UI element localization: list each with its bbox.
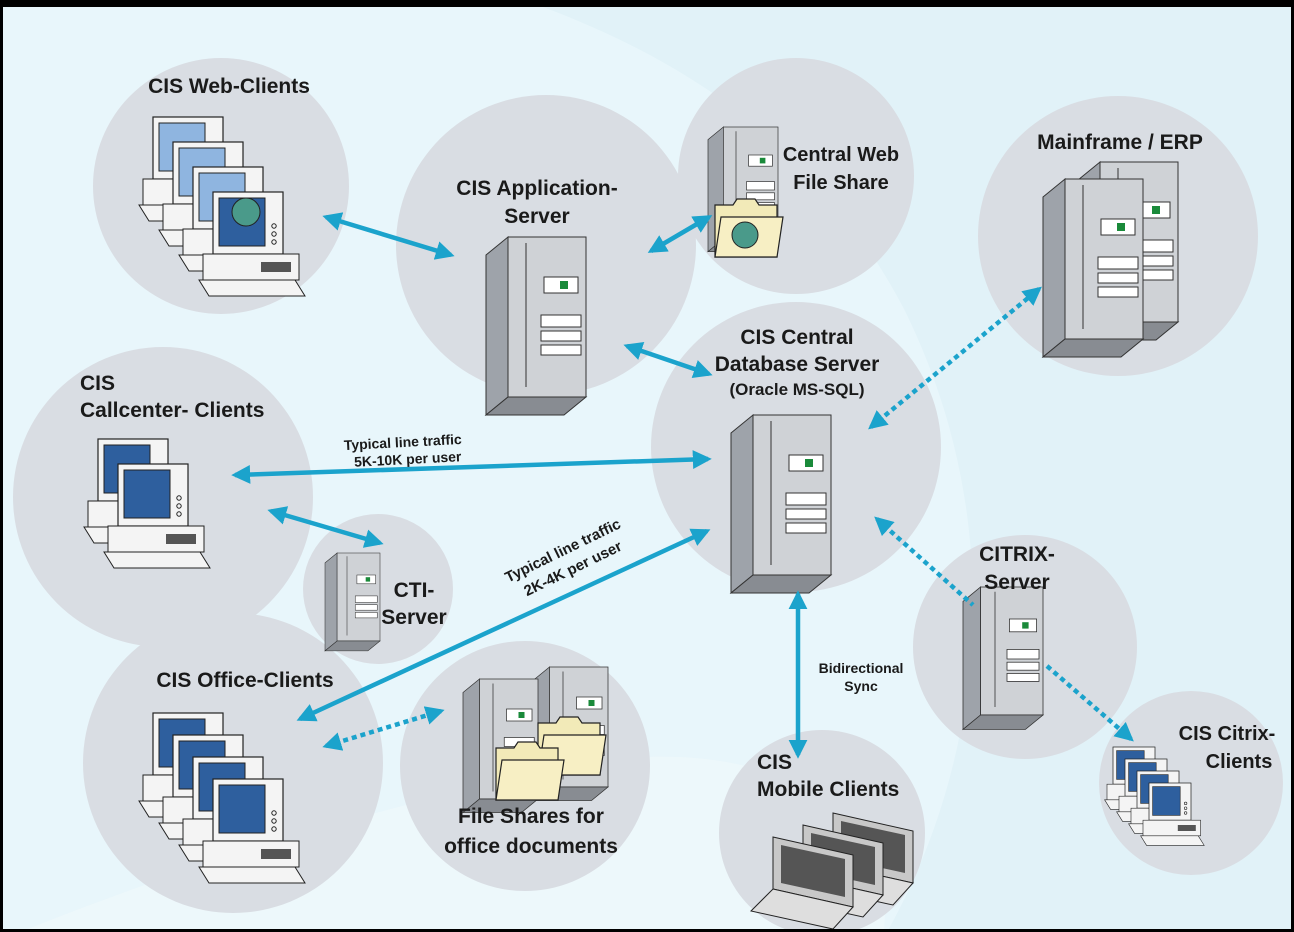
arrow-db-mainframe bbox=[868, 286, 1042, 430]
architecture-diagram: CIS Web-Clients CIS Application- Server … bbox=[13, 7, 1291, 929]
arrow-app-db bbox=[623, 341, 713, 379]
label-web-share-line2: File Share bbox=[793, 172, 889, 194]
connections bbox=[231, 212, 1134, 759]
label-mobile-line1: CIS bbox=[757, 751, 792, 774]
label-citrix-server-line1: CITRIX- bbox=[979, 543, 1055, 566]
arrow-office-fileshares bbox=[322, 706, 445, 751]
label-app-server-line1: CIS Application- bbox=[456, 177, 617, 200]
annotation-sync-line1: Bidirectional bbox=[819, 660, 904, 676]
label-citrix-clients-line2: Clients bbox=[1206, 751, 1273, 773]
globe-icon bbox=[231, 197, 261, 227]
label-callcenter-line1: CIS bbox=[80, 372, 115, 395]
app-server-icon bbox=[485, 236, 587, 416]
label-citrix-clients-line1: CIS Citrix- bbox=[1179, 723, 1276, 745]
label-app-server-line2: Server bbox=[504, 205, 569, 228]
arrow-app-webshare bbox=[647, 215, 713, 253]
node-labels: CIS Web-Clients CIS Application- Server … bbox=[80, 75, 1275, 858]
label-web-share-line1: Central Web bbox=[783, 144, 899, 166]
label-mainframe: Mainframe / ERP bbox=[1037, 131, 1203, 154]
arrow-citrix-clients bbox=[1045, 664, 1134, 742]
folder-icon bbox=[495, 741, 565, 801]
annotation-sync-line2: Sync bbox=[844, 678, 878, 694]
label-db-line2: Database Server bbox=[715, 353, 880, 376]
web-file-share-icon bbox=[707, 126, 784, 258]
citrix-server-icon bbox=[962, 586, 1044, 730]
label-office-clients: CIS Office-Clients bbox=[156, 669, 333, 692]
label-mobile-line2: Mobile Clients bbox=[757, 778, 899, 801]
annotation-callcenter-traffic-line1: Typical line traffic bbox=[343, 431, 462, 453]
mainframe-icon bbox=[1042, 161, 1179, 358]
label-db-line3: (Oracle MS-SQL) bbox=[729, 380, 864, 399]
label-web-clients: CIS Web-Clients bbox=[148, 75, 310, 98]
label-db-line1: CIS Central bbox=[740, 326, 853, 349]
web-clients-icon bbox=[138, 116, 306, 297]
label-cti-line2: Server bbox=[381, 606, 446, 629]
label-file-shares-line2: office documents bbox=[444, 835, 618, 858]
globe-icon bbox=[731, 221, 759, 249]
cti-server-icon bbox=[324, 552, 381, 652]
arrow-web-app bbox=[322, 212, 455, 260]
arrow-callcenter-db bbox=[231, 450, 712, 484]
label-citrix-server-line2: Server bbox=[984, 571, 1049, 594]
file-shares-icon bbox=[462, 666, 609, 813]
db-server-icon bbox=[730, 414, 832, 594]
label-file-shares-line1: File Shares for bbox=[458, 805, 604, 828]
arrow-citrix-db bbox=[874, 516, 975, 607]
label-cti-line1: CTI- bbox=[394, 579, 435, 602]
label-callcenter-line2: Callcenter- Clients bbox=[80, 399, 264, 422]
arrow-office-db bbox=[296, 528, 711, 722]
annotation-callcenter-traffic-line2: 5K-10K per user bbox=[354, 448, 463, 470]
